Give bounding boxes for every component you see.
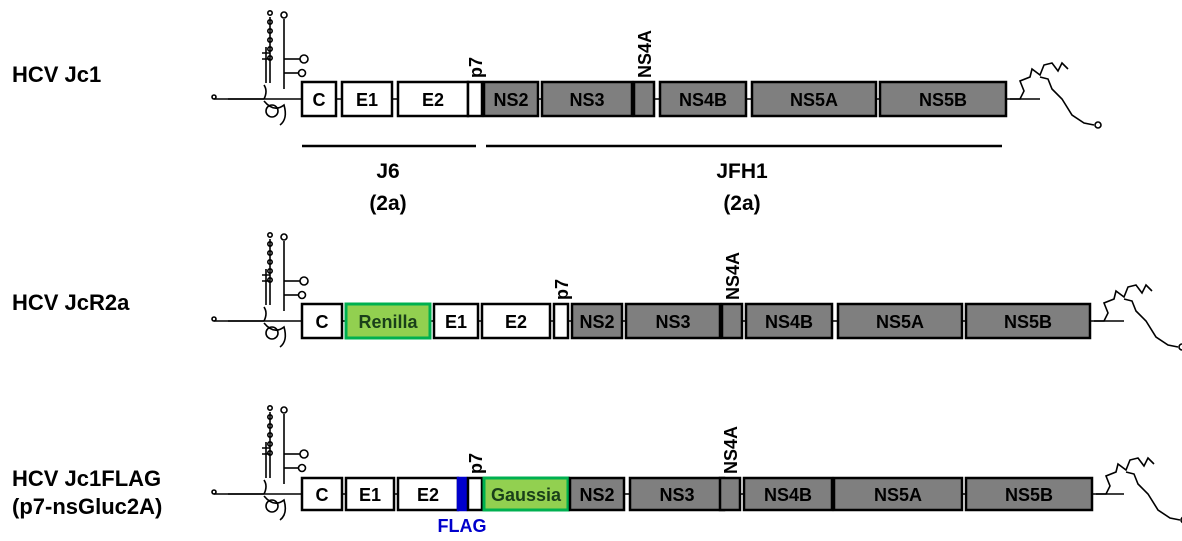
construct-label-jc1: HCV Jc1 — [12, 62, 102, 87]
segment-label: E2 — [417, 485, 439, 505]
utr3-structure-2 — [1096, 456, 1182, 524]
strain-name: JFH1 — [716, 160, 768, 183]
segment-ns5a — [836, 302, 964, 340]
segment-p7 — [552, 302, 570, 340]
segment-ns3 — [628, 476, 726, 512]
segment-label: E2 — [505, 312, 527, 332]
segment-label: NS5A — [790, 90, 838, 110]
segment-label: NS3 — [659, 485, 694, 505]
segment-ns4a — [632, 80, 656, 118]
segment-label: NS2 — [579, 485, 614, 505]
strain-bracket-1: JFH1 (2a) — [486, 144, 1002, 215]
utr5-structure-0 — [211, 10, 309, 126]
segment-label: C — [316, 485, 329, 505]
segment-label: NS2 — [579, 312, 614, 332]
segment-ns3 — [624, 302, 722, 340]
top-label-p7: p7 — [466, 453, 486, 474]
segment-label: Renilla — [358, 312, 418, 332]
segment-c — [300, 80, 338, 118]
strain-name: J6 — [376, 160, 399, 183]
segment-ns5b — [964, 476, 1094, 512]
segment-ns5b — [964, 302, 1092, 340]
top-label-ns4a: NS4A — [721, 426, 741, 474]
segment-c — [300, 476, 344, 512]
top-label-ns4a: NS4A — [635, 30, 655, 78]
segment-ns2 — [570, 302, 624, 340]
segment-ns4a — [720, 302, 744, 340]
segment-ns4b — [742, 476, 834, 512]
utr3-structure-1 — [1094, 283, 1182, 351]
bottom-label-flag: FLAG — [438, 516, 487, 536]
segment-label: NS5A — [876, 312, 924, 332]
segment-label: NS5B — [919, 90, 967, 110]
segment-ns2 — [568, 476, 626, 512]
strain-bracket-0: J6 (2a) — [302, 144, 476, 215]
segment-label: E1 — [359, 485, 381, 505]
segment-label: Gaussia — [491, 485, 562, 505]
segment-flag — [456, 476, 468, 512]
segment-ns5a — [832, 476, 964, 512]
segment-label: NS2 — [493, 90, 528, 110]
segment-label: NS3 — [655, 312, 690, 332]
top-label-p7: p7 — [552, 279, 572, 300]
segment-label: C — [316, 312, 329, 332]
top-label-ns4a: NS4A — [723, 252, 743, 300]
segment-c — [300, 302, 344, 340]
construct-label-jcr2a: HCV JcR2a — [12, 290, 130, 315]
segment-ns2 — [482, 80, 540, 118]
construct-sublabel-jc1flag: (p7-nsGluc2A) — [12, 494, 163, 519]
segment-label: NS5B — [1005, 485, 1053, 505]
segment-ns4a — [718, 476, 742, 512]
segment-ns4b — [744, 302, 834, 340]
segment-label: NS5B — [1004, 312, 1052, 332]
segment-label: NS4B — [679, 90, 727, 110]
segment-label: E2 — [422, 90, 444, 110]
segment-p7 — [466, 80, 484, 118]
segment-e1 — [340, 80, 394, 118]
segment-ns3 — [540, 80, 634, 118]
construct-label-jc1flag: HCV Jc1FLAG — [12, 466, 162, 491]
segment-e1 — [344, 476, 396, 512]
segment-label: NS5A — [874, 485, 922, 505]
segment-ns4b — [658, 80, 748, 118]
segment-label: NS3 — [569, 90, 604, 110]
utr5-structure-1 — [211, 232, 309, 348]
segment-e2 — [480, 302, 552, 340]
segment-label: NS4B — [764, 485, 812, 505]
utr5-structure-2 — [211, 404, 309, 521]
segment-e1 — [432, 302, 480, 340]
segment-renilla — [344, 302, 432, 340]
segment-p7 — [466, 476, 484, 512]
segment-label: NS4B — [765, 312, 813, 332]
strain-genotype: (2a) — [369, 192, 406, 215]
segment-label: C — [313, 90, 326, 110]
segment-ns5a — [750, 80, 878, 118]
utr3-structure-0 — [1010, 61, 1102, 129]
segment-label: E1 — [445, 312, 467, 332]
strain-genotype: (2a) — [723, 192, 760, 215]
segment-gaussia — [482, 476, 570, 512]
top-label-p7: p7 — [466, 57, 486, 78]
segment-ns5b — [878, 80, 1008, 118]
segment-label: E1 — [356, 90, 378, 110]
